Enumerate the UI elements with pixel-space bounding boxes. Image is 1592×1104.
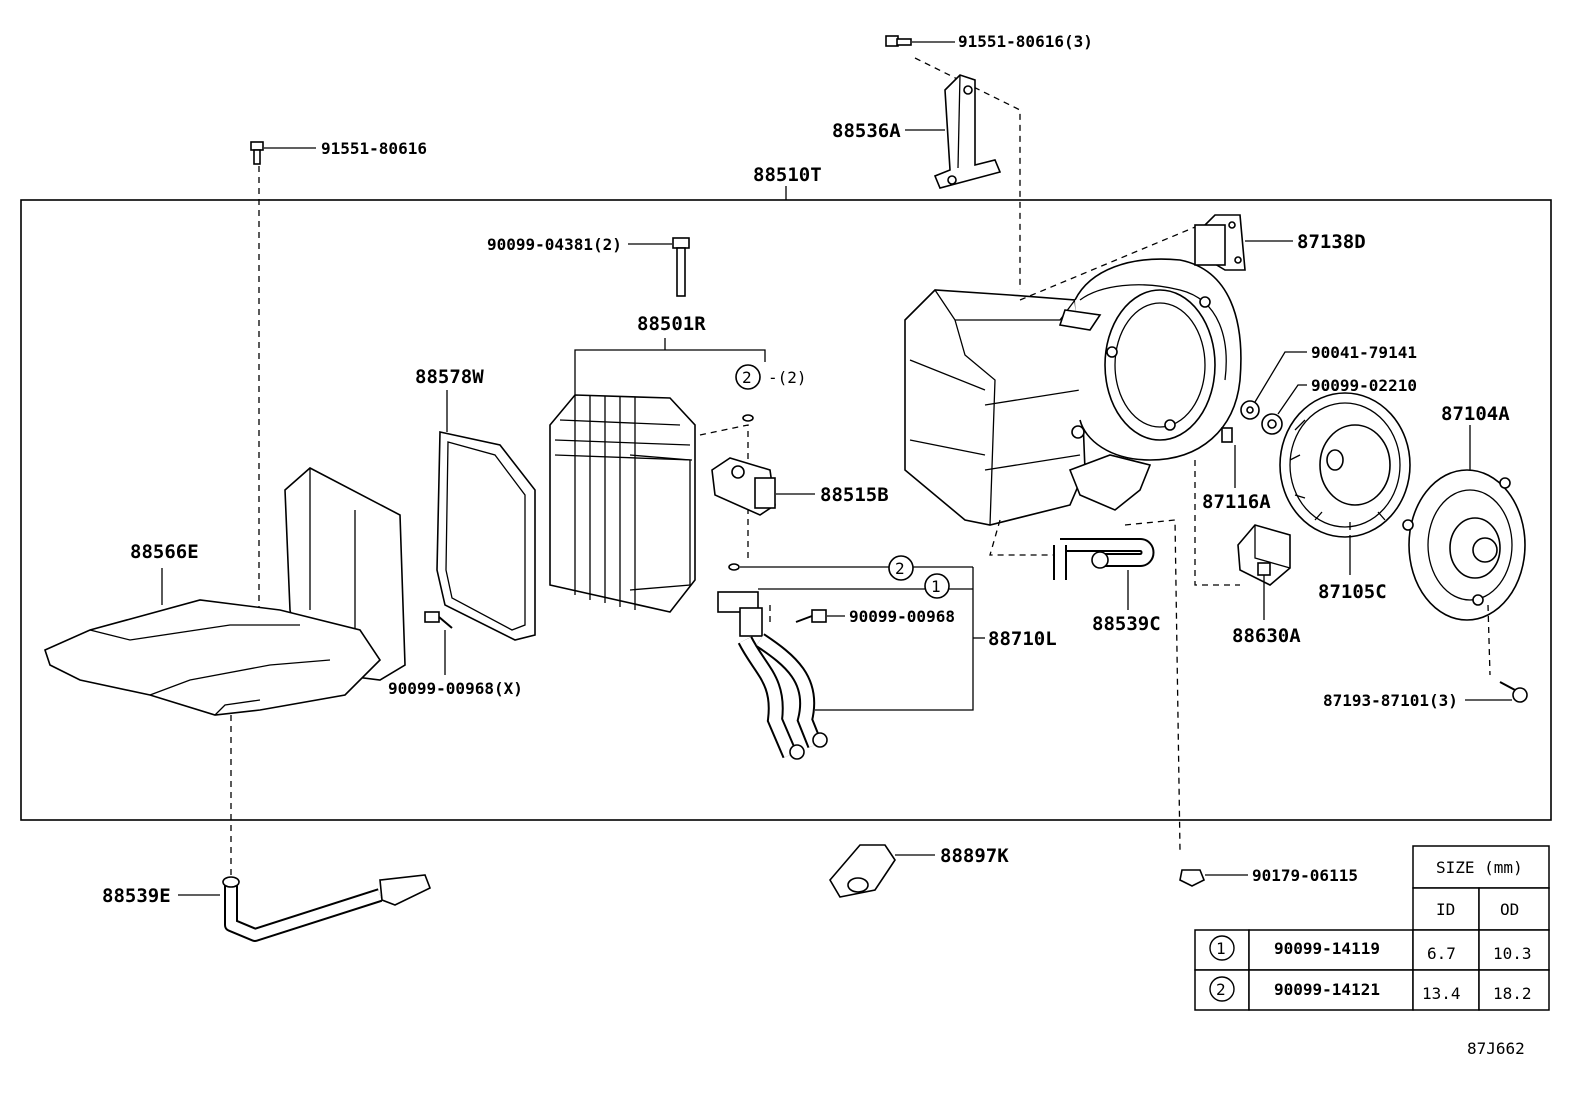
- label-fan: 87105C: [1318, 581, 1387, 603]
- table-row-2-marker: 2: [1216, 980, 1226, 999]
- screw-90099-00968-x-icon: [424, 611, 453, 629]
- label-evaporator: 88501R: [637, 313, 706, 335]
- svg-text:1: 1: [931, 577, 941, 596]
- grommet-88897K: [829, 844, 896, 898]
- label-screw-top-left: 91551-80616: [321, 139, 427, 158]
- table-row-2-id: 13.4: [1422, 984, 1461, 1003]
- evaporator-core: [549, 394, 696, 613]
- label-bracket: 88536A: [832, 120, 901, 142]
- label-tube-assembly: 88710L: [988, 628, 1057, 650]
- table-row-1-od: 10.3: [1493, 944, 1532, 963]
- label-gasket: 88578W: [415, 366, 484, 388]
- callout-2-evap: 2: [735, 364, 761, 390]
- label-bolt-evap: 90099-04381(2): [487, 235, 622, 254]
- tube-assembly-88710L: [717, 591, 828, 760]
- label-nut-90099: 90099-02210: [1311, 376, 1417, 395]
- label-grommet: 88897K: [940, 845, 1009, 867]
- table-header-od: OD: [1500, 900, 1519, 919]
- clip-90179-06115-icon: [1179, 869, 1206, 887]
- table-row-2-part: 90099-14121: [1274, 980, 1380, 999]
- clip-87116A-icon: [1221, 427, 1233, 443]
- nut-90099-02210-icon: [1261, 413, 1283, 435]
- label-lower-case: 88566E: [130, 541, 199, 563]
- table-row-1-id: 6.7: [1427, 944, 1456, 963]
- gasket-88578W: [436, 431, 536, 641]
- assembly-label: 88510T: [753, 164, 822, 186]
- label-clip-87116A: 87116A: [1202, 491, 1271, 513]
- resistor-87138D: [1194, 214, 1246, 271]
- label-screw-tube: 90099-00968: [849, 607, 955, 626]
- label-blower-drain: 88539C: [1092, 613, 1161, 635]
- label-screw-lower-case: 90099-00968(X): [388, 679, 523, 698]
- table-row-2-od: 18.2: [1493, 984, 1532, 1003]
- callout-1-tube: 1: [924, 573, 950, 599]
- table-row-1-part: 90099-14119: [1274, 939, 1380, 958]
- drain-hose-88539E: [222, 874, 432, 942]
- screw-91551-80616-3-icon: [885, 35, 912, 47]
- screw-87193-87101-icon: [1499, 681, 1528, 703]
- screw-90099-00968-icon: [795, 609, 827, 623]
- label-expansion-valve: 88515B: [820, 484, 889, 506]
- label-resistor: 87138D: [1297, 231, 1366, 253]
- screw-91551-80616-icon: [250, 141, 264, 165]
- motor-87104A: [1402, 469, 1526, 621]
- expansion-valve-88515B: [711, 457, 776, 516]
- bracket-88536A: [933, 74, 1002, 189]
- label-oring-ref: -(2): [768, 368, 807, 387]
- table-header-size: SIZE (mm): [1436, 858, 1523, 877]
- label-motor: 87104A: [1441, 403, 1510, 425]
- callout-2-tube: 2: [888, 555, 914, 581]
- label-screw-motor: 87193-87101(3): [1323, 691, 1458, 710]
- fan-87105C: [1279, 392, 1411, 538]
- oring-icon: [742, 414, 754, 422]
- figure-id: 87J662: [1467, 1039, 1525, 1058]
- table-header-id: ID: [1436, 900, 1455, 919]
- label-drain-hose: 88539E: [102, 885, 171, 907]
- label-nut-90041: 90041-79141: [1311, 343, 1417, 362]
- label-screw-top-center: 91551-80616(3): [958, 32, 1093, 51]
- oring-size-table: SIZE (mm) ID OD 1 90099-14119 6.7 10.3 2…: [1194, 845, 1550, 1011]
- label-amplifier: 88630A: [1232, 625, 1301, 647]
- svg-text:2: 2: [742, 368, 752, 387]
- bolt-90099-04381-icon: [672, 237, 690, 297]
- nut-90041-79141-icon: [1240, 400, 1260, 420]
- label-clip-bottom: 90179-06115: [1252, 866, 1358, 885]
- svg-text:2: 2: [895, 559, 905, 578]
- blower-case: [904, 258, 1242, 526]
- drain-88539C: [1053, 538, 1155, 580]
- lower-case-88566E: [44, 467, 406, 716]
- table-row-1-marker: 1: [1216, 939, 1226, 958]
